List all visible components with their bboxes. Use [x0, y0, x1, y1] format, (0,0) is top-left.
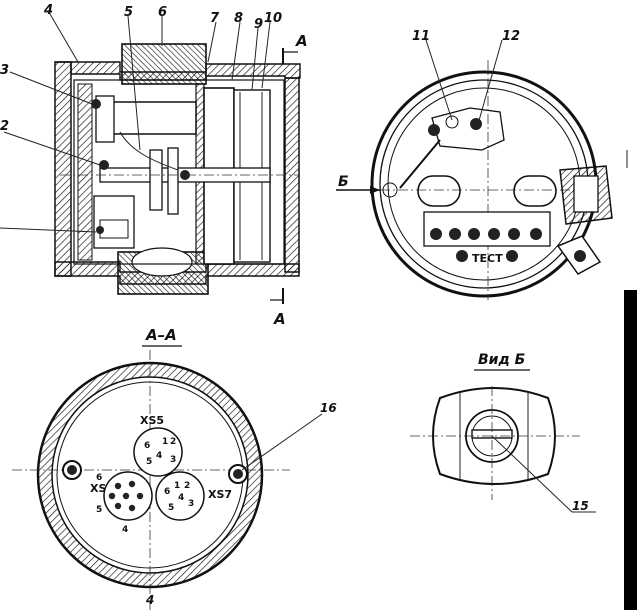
ground-strap: [399, 139, 441, 189]
xs6-pin-6: 6: [96, 473, 102, 483]
inner-liner-left: [77, 83, 93, 261]
xs5-pin-1: 1: [162, 437, 168, 447]
xs6-pin-5: 5: [96, 505, 102, 515]
callout-4: 4: [43, 3, 53, 18]
rotor-disc-2: [167, 147, 179, 215]
top-callouts: 4 5 6 7 8 9 10: [43, 3, 282, 151]
callout-7: 7: [210, 11, 220, 26]
top-flange-block: [121, 43, 207, 85]
oval-slot-left: [417, 175, 461, 207]
terminal-screw-2: [449, 228, 461, 240]
callout-2: 2: [0, 119, 9, 134]
test-label: ТЕСТ: [472, 252, 503, 265]
callout-5: 5: [124, 5, 133, 20]
callout-12: 12: [502, 29, 520, 44]
terminal-screw-3: [468, 228, 480, 240]
screw-lower: [96, 226, 104, 234]
view-b-title: Вид Б: [478, 352, 525, 368]
bottom-port: [131, 247, 193, 277]
bottom-callout: 4: [145, 593, 154, 607]
callout-8: 8: [234, 11, 243, 26]
mount-hole-11: [445, 115, 459, 129]
xs5-pin-6: 6: [144, 441, 150, 451]
callout-11: 11: [412, 29, 430, 44]
connector-xs6: ХS6 6 5 4: [90, 471, 153, 535]
left-callouts: 3 2: [0, 63, 101, 233]
side-section-view: A A 4 5 6 7 8 9 10 3 2: [0, 3, 308, 328]
terminal-screw-5: [508, 228, 520, 240]
mount-screw-left: [428, 124, 440, 136]
xs7-pin-3: 3: [188, 499, 194, 509]
section-title: А–А: [145, 326, 177, 344]
shaft-nut: [180, 170, 190, 180]
terminal-screw-4: [488, 228, 500, 240]
inner-chamber: [73, 79, 285, 265]
mount-screw-12: [470, 118, 482, 130]
callout-9: 9: [254, 17, 263, 32]
xs7-pin-1: 1: [174, 481, 180, 491]
connector-xs7-label: ХS7: [208, 488, 232, 501]
scan-edge: [624, 290, 637, 610]
xs5-pin-3: 3: [170, 455, 176, 465]
connector-xs5-label: ХS5: [140, 414, 164, 427]
coil-left: [95, 95, 115, 143]
callout-6: 6: [158, 5, 167, 20]
terminal-block: [423, 211, 551, 247]
left-housing-wall: [54, 61, 72, 277]
terminal-screw-1: [430, 228, 442, 240]
transformer-block: [109, 101, 197, 135]
xs6-pin-4: 4: [122, 525, 128, 535]
connector-xs5-body: [133, 427, 183, 477]
section-mark-a-bottom: A: [273, 310, 286, 328]
screw-2: [99, 160, 109, 170]
view-arrow-label: Б: [338, 174, 349, 190]
connector-xs7: ХS7 1 2 3 4 5 6: [155, 471, 232, 521]
xs7-pin-4: 4: [178, 493, 184, 503]
callout-10: 10: [264, 11, 282, 26]
terminal-screw-6: [530, 228, 542, 240]
view-b: Вид Б 15: [410, 352, 596, 513]
callout-15: 15: [572, 499, 589, 513]
xs7-pin-5: 5: [168, 503, 174, 513]
connector-xs5: ХS5 1 2 3 4 5 6: [133, 414, 183, 477]
xs7-pin-2: 2: [184, 481, 190, 491]
callout-3: 3: [0, 63, 9, 78]
xs7-pin-6: 6: [164, 487, 170, 497]
test-screw-left: [456, 250, 468, 262]
callout-16: 16: [320, 401, 337, 415]
end-view: 11 12 ТЕСТ Б: [336, 29, 628, 300]
rotor-disc: [149, 149, 163, 211]
oval-slot-right: [513, 175, 557, 207]
terminal-screws: [430, 228, 542, 240]
xs5-pin-2: 2: [170, 437, 176, 447]
screw-3: [91, 99, 101, 109]
test-screw-right: [506, 250, 518, 262]
xs5-pin-5: 5: [146, 457, 152, 467]
xs5-pin-4: 4: [156, 451, 162, 461]
section-mark-a-top: A: [295, 32, 308, 50]
section-a-a: А–А 16 ХS5 1 2 3 4 5 6 ХS6: [12, 326, 337, 610]
connector-xs7-body: [155, 471, 205, 521]
lower-terminal: [99, 219, 129, 239]
